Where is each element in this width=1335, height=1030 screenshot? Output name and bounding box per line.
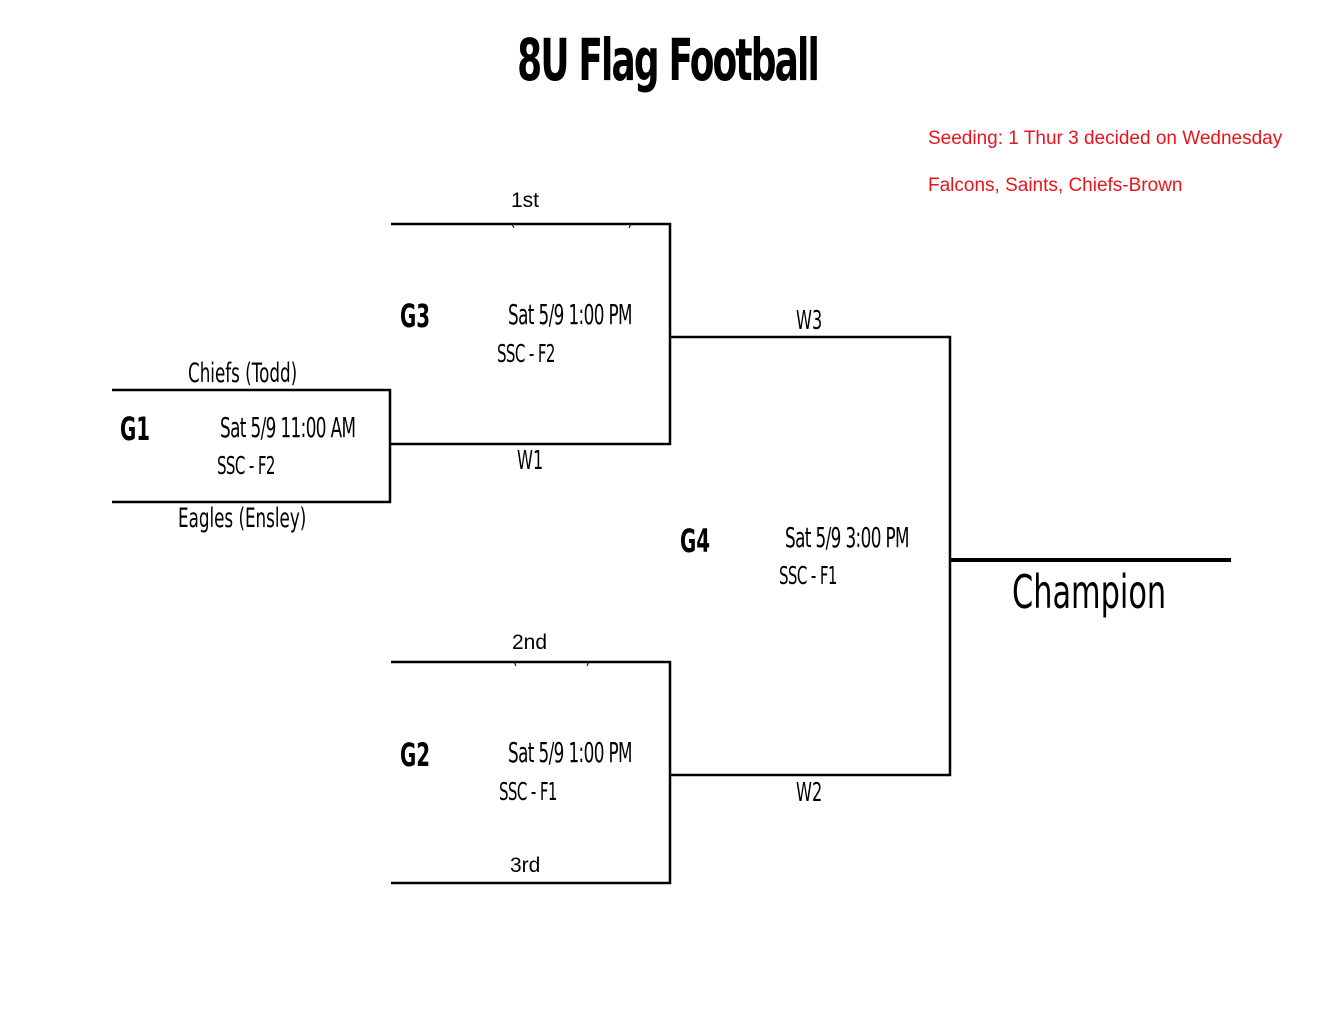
g1-top-team: Chiefs (Todd) — [188, 358, 298, 389]
g4-time: Sat 5/9 3:00 PM — [785, 521, 910, 554]
g3-bottom-slot: W1 — [517, 446, 544, 476]
g3-field: SSC - F2 — [497, 339, 555, 368]
g3-top-slot: 1st — [511, 189, 540, 212]
champion-label: Champion — [1012, 565, 1167, 619]
g1-field: SSC - F2 — [217, 451, 275, 480]
g4-game-id: G4 — [680, 522, 711, 560]
g2-top-slot: 2nd — [512, 631, 548, 654]
g2-bracket — [391, 660, 672, 885]
g1-bottom-team: Eagles (Ensley) — [178, 503, 307, 534]
g1-time: Sat 5/9 11:00 AM — [220, 411, 356, 444]
g1-game-id: G1 — [120, 410, 151, 448]
seed2-tick-right — [586, 661, 590, 667]
g4-bracket — [670, 335, 952, 777]
g2-game-id: G2 — [400, 736, 431, 774]
seed1-tick-left — [511, 223, 515, 229]
g2-field: SSC - F1 — [499, 777, 557, 806]
g2-bottom-slot: 3rd — [510, 854, 541, 877]
g4-bottom-slot: W2 — [796, 778, 823, 808]
g3-bracket — [391, 222, 672, 446]
g3-game-id: G3 — [400, 297, 431, 335]
g2-time: Sat 5/9 1:00 PM — [508, 736, 633, 769]
page-title: 8U Flag Football — [517, 26, 820, 94]
seed2-tick-left — [513, 661, 517, 667]
g4-field: SSC - F1 — [779, 561, 837, 590]
teams-note: Falcons, Saints, Chiefs-Brown — [928, 175, 1183, 196]
seed1-tick-right — [628, 223, 632, 229]
g4-top-slot: W3 — [796, 306, 823, 336]
g1-bracket — [112, 388, 392, 504]
g3-time: Sat 5/9 1:00 PM — [508, 298, 633, 331]
seeding-note: Seeding: 1 Thur 3 decided on Wednesday — [928, 128, 1283, 149]
